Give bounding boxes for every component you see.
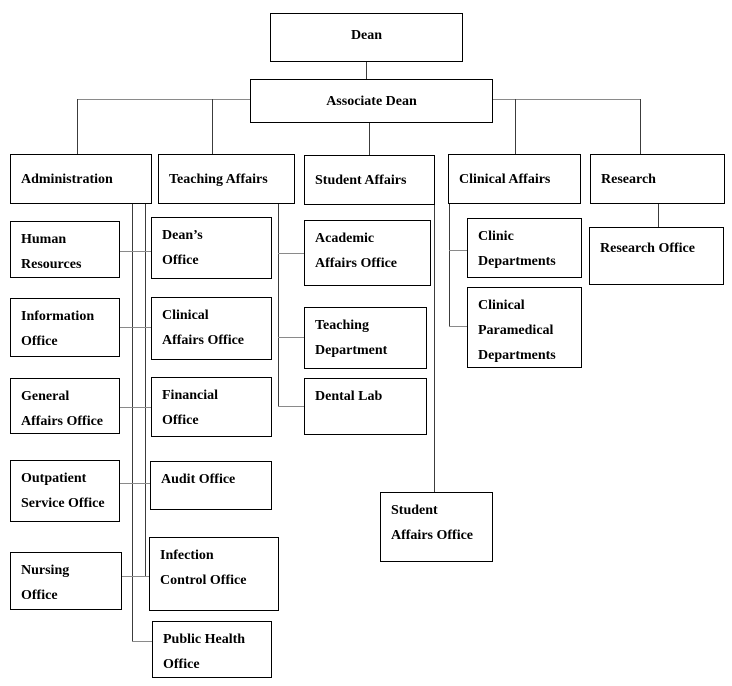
- node-general-affairs-office: General Affairs Office: [10, 378, 120, 434]
- edge-row-general-affairs-financial: [120, 407, 151, 408]
- node-label-line: Academic: [315, 231, 375, 246]
- node-label-line: Office: [162, 413, 199, 428]
- node-clinical-affairs: Clinical Affairs: [448, 154, 581, 204]
- node-teaching-department: Teaching Department: [304, 307, 427, 369]
- node-label-line: Clinic: [478, 229, 514, 244]
- node-label-line: Research Office: [600, 241, 695, 256]
- node-label-line: Departments: [478, 348, 556, 363]
- node-label-line: Infection: [160, 548, 214, 563]
- node-administration: Administration: [10, 154, 152, 204]
- node-dental-lab: Dental Lab: [304, 378, 427, 435]
- node-label-line: Clinical: [162, 308, 209, 323]
- node-label-line: Paramedical: [478, 323, 554, 338]
- edge-clinic-departments: [449, 250, 467, 251]
- node-label-line: Student: [391, 503, 438, 518]
- edge-teaching-department: [278, 337, 304, 338]
- node-clinic-departments: Clinic Departments: [467, 218, 582, 278]
- node-label-line: Public Health: [163, 632, 246, 647]
- node-label: Clinical Affairs: [459, 172, 551, 187]
- node-label: Administration: [21, 172, 113, 187]
- edge-drop-teaching-affairs: [212, 99, 213, 154]
- node-label-line: Affairs Office: [162, 333, 245, 348]
- node-public-health-office: Public Health Office: [152, 621, 272, 678]
- node-teaching-affairs: Teaching Affairs: [158, 154, 295, 204]
- edge-research-office: [658, 204, 659, 227]
- trunk-teaching-affairs-column: [145, 204, 146, 576]
- trunk-student-affairs: [434, 205, 435, 492]
- node-dean: Dean: [270, 13, 463, 62]
- node-label-line: Dental Lab: [315, 389, 383, 404]
- node-label-line: Control Office: [160, 573, 247, 588]
- node-label: Student Affairs: [315, 173, 407, 188]
- node-label-line: Affairs Office: [21, 414, 104, 429]
- node-label-line: Human: [21, 232, 67, 247]
- node-label: Research: [601, 172, 656, 187]
- node-outpatient-service-office: Outpatient Service Office: [10, 460, 120, 522]
- edge-associate-dean-rail-right: [493, 99, 640, 100]
- node-label-line: Dean’s: [162, 228, 203, 243]
- node-label-line: Office: [162, 253, 199, 268]
- node-label-line: Departments: [478, 254, 556, 269]
- edge-dean-associate-dean: [366, 62, 367, 79]
- edge-drop-administration: [77, 99, 78, 154]
- edge-dental-lab: [278, 406, 304, 407]
- node-label-line: Teaching: [315, 318, 369, 333]
- edge-associate-dean-rail-left: [77, 99, 250, 100]
- node-student-affairs: Student Affairs: [304, 155, 435, 205]
- trunk-middle-column: [278, 204, 279, 406]
- node-label: Associate Dean: [326, 94, 417, 109]
- edge-drop-clinical-affairs: [515, 99, 516, 154]
- node-label-line: General: [21, 389, 70, 404]
- edge-academic-affairs-office: [278, 253, 304, 254]
- node-academic-affairs-office: Academic Affairs Office: [304, 220, 431, 286]
- node-label-line: Office: [21, 334, 58, 349]
- node-label-line: Department: [315, 343, 388, 358]
- edge-row-outpatient-audit: [120, 483, 150, 484]
- node-research: Research: [590, 154, 725, 204]
- edge-row-information-clinical-affairs-office: [120, 327, 151, 328]
- edge-drop-student-affairs: [369, 99, 370, 155]
- edge-row-nursing-infection-control: [122, 576, 149, 577]
- edge-row-human-resources-deans-office: [120, 251, 151, 252]
- node-deans-office: Dean’s Office: [151, 217, 272, 279]
- node-infection-control-office: Infection Control Office: [149, 537, 279, 611]
- node-label: Teaching Affairs: [169, 172, 268, 187]
- node-label-line: Affairs Office: [391, 528, 474, 543]
- node-label-line: Nursing: [21, 563, 70, 578]
- node-financial-office: Financial Office: [151, 377, 272, 437]
- node-label-line: Financial: [162, 388, 219, 403]
- node-label-line: Outpatient: [21, 471, 87, 486]
- node-information-office: Information Office: [10, 298, 120, 357]
- trunk-clinical-affairs: [449, 204, 450, 326]
- node-label-line: Affairs Office: [315, 256, 398, 271]
- node-label-line: Service Office: [21, 496, 105, 511]
- node-clinical-paramedical-departments: Clinical Paramedical Departments: [467, 287, 582, 368]
- node-label-line: Clinical: [478, 298, 525, 313]
- node-label-line: Information: [21, 309, 95, 324]
- edge-clinical-paramedical-departments: [449, 326, 467, 327]
- node-nursing-office: Nursing Office: [10, 552, 122, 610]
- node-label-line: Resources: [21, 257, 82, 272]
- node-clinical-affairs-office: Clinical Affairs Office: [151, 297, 272, 360]
- node-research-office: Research Office: [589, 227, 724, 285]
- edge-drop-research: [640, 99, 641, 154]
- node-label-line: Office: [163, 657, 200, 672]
- trunk-administration-column: [132, 204, 133, 641]
- edge-public-health-office: [132, 641, 152, 642]
- node-associate-dean: Associate Dean: [250, 79, 493, 123]
- node-label-line: Office: [21, 588, 58, 603]
- node-label-line: Audit Office: [161, 472, 236, 487]
- node-label: Dean: [350, 28, 383, 43]
- node-student-affairs-office: Student Affairs Office: [380, 492, 493, 562]
- node-audit-office: Audit Office: [150, 461, 272, 510]
- node-human-resources: Human Resources: [10, 221, 120, 278]
